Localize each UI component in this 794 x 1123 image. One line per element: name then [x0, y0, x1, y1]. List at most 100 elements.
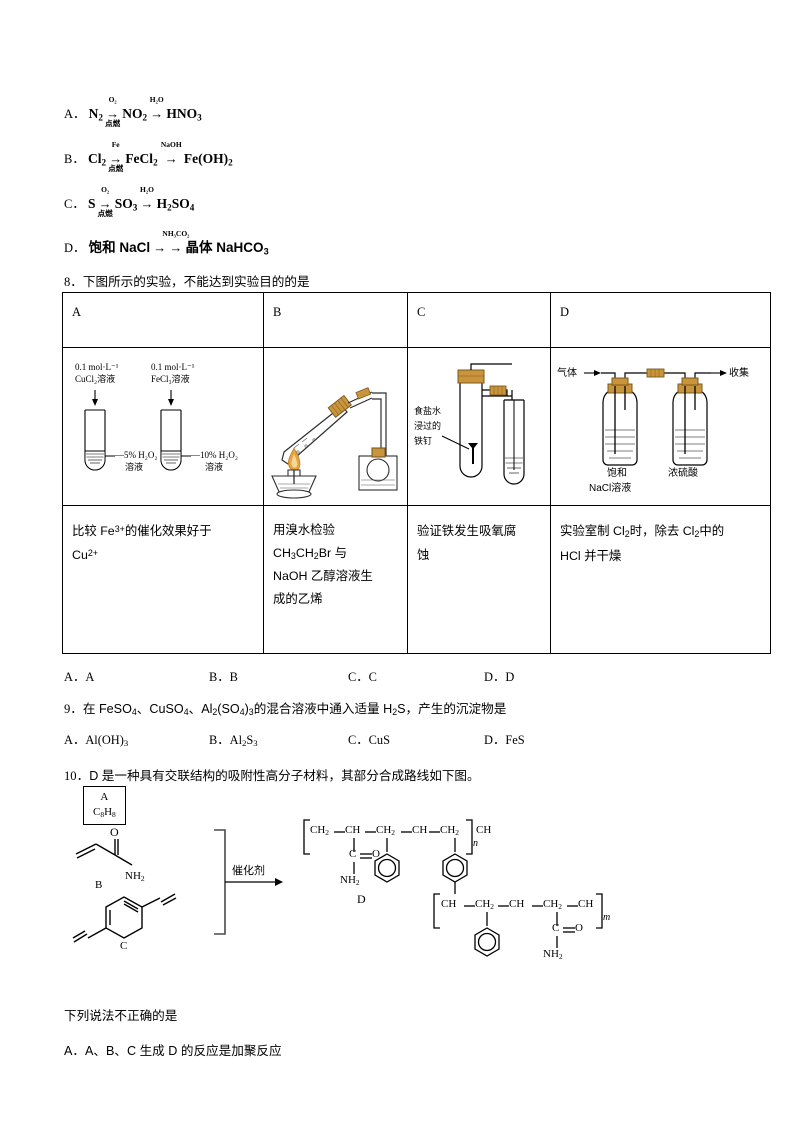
q8-option-d[interactable]: D．D — [484, 670, 515, 684]
q10-stem-text: D 是一种具有交联结构的吸附性高分子材料，其部分合成路线如下图。 — [89, 769, 480, 783]
diagram-d-label-bottle2: 浓硫酸 — [668, 468, 698, 479]
q10-structures-svg: O — [72, 819, 603, 957]
desc-b-br: Br 与 — [318, 545, 347, 560]
desc-a-text2: 的催化效果好于 — [124, 524, 212, 538]
reaction-arrow-icon: → — [164, 151, 178, 166]
chain2-ch2-1: CH2 — [475, 898, 495, 912]
reaction-arrow-icon: → — [98, 196, 112, 211]
q9-b-formula2: S — [246, 733, 254, 747]
chain1-ch-2: CH — [412, 824, 428, 836]
q9-stem: 9．在 FeSO4、CuSO4、Al2(SO4)3的混合溶液中通入适量 H2S，… — [64, 698, 506, 717]
chain1-amide-o: O — [372, 848, 380, 860]
diagram-a-label-right-line1: 0.1 mol·L⁻¹ — [151, 362, 195, 372]
q7-a-step2-reagent: H₂O — [149, 95, 164, 104]
description-cell-d: 实验室制 Cl2时，除去 Cl2中的 HCl 并干燥 — [550, 505, 771, 654]
c1-nh-sub: 2 — [355, 878, 360, 888]
desc-d-text2: 时，除去 Cl — [629, 524, 695, 538]
diagram-d-label-inlet: 气体 — [557, 368, 577, 379]
q10-number: 10． — [64, 769, 90, 783]
q7-c-step2-reagent: H₂O — [140, 185, 154, 194]
desc-a-sup2: 2+ — [87, 548, 98, 559]
q9-option-d[interactable]: D．FeS — [484, 730, 525, 748]
q7-b-step1-condition: 点燃 — [108, 164, 124, 173]
q9-c-label: C． — [348, 733, 369, 747]
q7-option-a-label: A． — [64, 107, 86, 121]
description-cell-a: 比较 Fe3+的催化效果好于 Cu2+ — [62, 505, 264, 654]
diagram-b-svg — [271, 387, 398, 499]
chain2-amide-c: C — [552, 922, 560, 934]
q7-option-b-label: B． — [64, 152, 85, 166]
q9-s5: 3 — [248, 707, 254, 718]
q10-stem: 10．D 是一种具有交联结构的吸附性高分子材料，其部分合成路线如下图。 — [64, 765, 480, 784]
q8-stem-text: 下图所示的实验，不能达到实验目的的是 — [82, 275, 310, 289]
diagram-a-label-bottom-right-line1: —10% H₂O₂ — [191, 450, 239, 460]
q9-option-b[interactable]: B．Al2S3 — [209, 730, 258, 748]
chain1-ch2-2: CH2 — [376, 824, 396, 838]
description-cell-c: 验证铁发生吸氧腐 蚀 — [407, 505, 551, 654]
description-b-line2: CH3CH2Br 与 — [273, 545, 347, 562]
chain2-m: m — [603, 912, 611, 923]
diagram-a-label-right-line2: FeCl₃溶液 — [151, 374, 190, 384]
q9-t6: 的混合溶液中通入适量 H — [253, 702, 393, 716]
description-a-line1: 比较 Fe3+的催化效果好于 — [72, 519, 255, 543]
diagram-a-svg — [84, 390, 191, 471]
q9-b-sub: 2 — [242, 738, 247, 749]
diagram-a-label-bottom-left-line2: 溶液 — [125, 462, 144, 472]
q9-c-formula: CuS — [368, 733, 391, 747]
diagram-d-label-bottle1-line2: NaCl溶液 — [589, 483, 632, 494]
q10-option-a[interactable]: A．A、B、C 生成 D 的反应是加聚反应 — [64, 1044, 282, 1058]
q9-s4: 4 — [239, 707, 245, 718]
description-a-line2: Cu2+ — [72, 543, 255, 567]
diagram-a-label-bottom-right-line2: 溶液 — [205, 462, 224, 472]
diagram-cell-a: 0.1 mol·L⁻¹ CuCl₂溶液 0.1 mol·L⁻¹ FeCl₃溶液 — [62, 347, 264, 506]
q9-d-formula: FeS — [505, 733, 525, 747]
description-d-line2: HCl 并干燥 — [560, 548, 622, 563]
chain2-ch-3: CH — [578, 898, 594, 910]
q8-option-c[interactable]: C．C — [348, 670, 377, 684]
q9-t1: 在 FeSO — [82, 702, 132, 716]
q9-t4: (SO — [217, 702, 240, 716]
q7-d-start: 饱和 NaCl — [88, 240, 151, 255]
q8-number: 8． — [64, 275, 83, 289]
chain1-ch-3: CH — [476, 824, 492, 836]
q7-a-step1-condition: 点燃 — [105, 119, 121, 128]
description-b-line3: NaOH 乙醇溶液生 — [273, 568, 373, 583]
q9-a-sub: 3 — [123, 738, 129, 749]
q9-option-a[interactable]: A．Al(OH)3 — [64, 730, 128, 748]
q7-option-a: A． N2 O₂ → 点燃 NO2 H₂O → HNO3 — [64, 95, 202, 128]
reactant-c-label: C — [120, 940, 128, 952]
q9-t3: 、Al — [188, 702, 213, 716]
chain2-subscript-m: m — [603, 912, 610, 923]
desc-d-text3: 中的 — [699, 524, 725, 538]
ra-h: H — [104, 805, 113, 818]
description-d-line1: 实验室制 Cl2时，除去 Cl2中的 — [560, 524, 725, 540]
c2-nh-sub: 2 — [558, 952, 563, 962]
description-cell-b: 用溴水检验 CH3CH2Br 与 NaOH 乙醇溶液生 成的乙烯 — [263, 505, 408, 654]
desc-b-ch2: CH — [295, 545, 314, 560]
rb-nh-sub: 2 — [140, 874, 145, 884]
reaction-arrow-icon: → — [140, 196, 154, 211]
chain1-subscript-n: n — [473, 838, 478, 849]
q8-option-b[interactable]: B．B — [209, 670, 238, 684]
q9-s1: 4 — [131, 707, 137, 718]
q9-b-sub2: 3 — [253, 738, 258, 749]
diagram-c-svg — [441, 363, 525, 485]
q10-followup: 下列说法不正确的是 — [64, 1009, 178, 1023]
q9-t5: ) — [244, 702, 249, 716]
q9-b-formula: Al — [229, 733, 243, 747]
q9-option-c[interactable]: C．CuS — [348, 730, 390, 748]
q9-s2: 4 — [183, 707, 189, 718]
chain2-ch-2: CH — [509, 898, 525, 910]
reactant-a-box: A C8H8 — [83, 786, 126, 826]
c2-nh: NH — [543, 948, 559, 960]
rb-nh: NH — [125, 870, 141, 882]
reactant-a-label: A — [100, 791, 109, 803]
header-cell-c: C — [407, 292, 551, 348]
q8-option-a[interactable]: A．A — [64, 670, 95, 684]
diagram-d-label-outlet: 收集 — [729, 368, 749, 379]
chain2-amide-o: O — [575, 922, 583, 934]
q9-t2: 、CuSO — [136, 702, 184, 716]
ra-s1: 8 — [100, 809, 105, 819]
q7-option-d-label: D． — [64, 241, 86, 255]
reaction-arrow-icon: → — [150, 106, 164, 121]
